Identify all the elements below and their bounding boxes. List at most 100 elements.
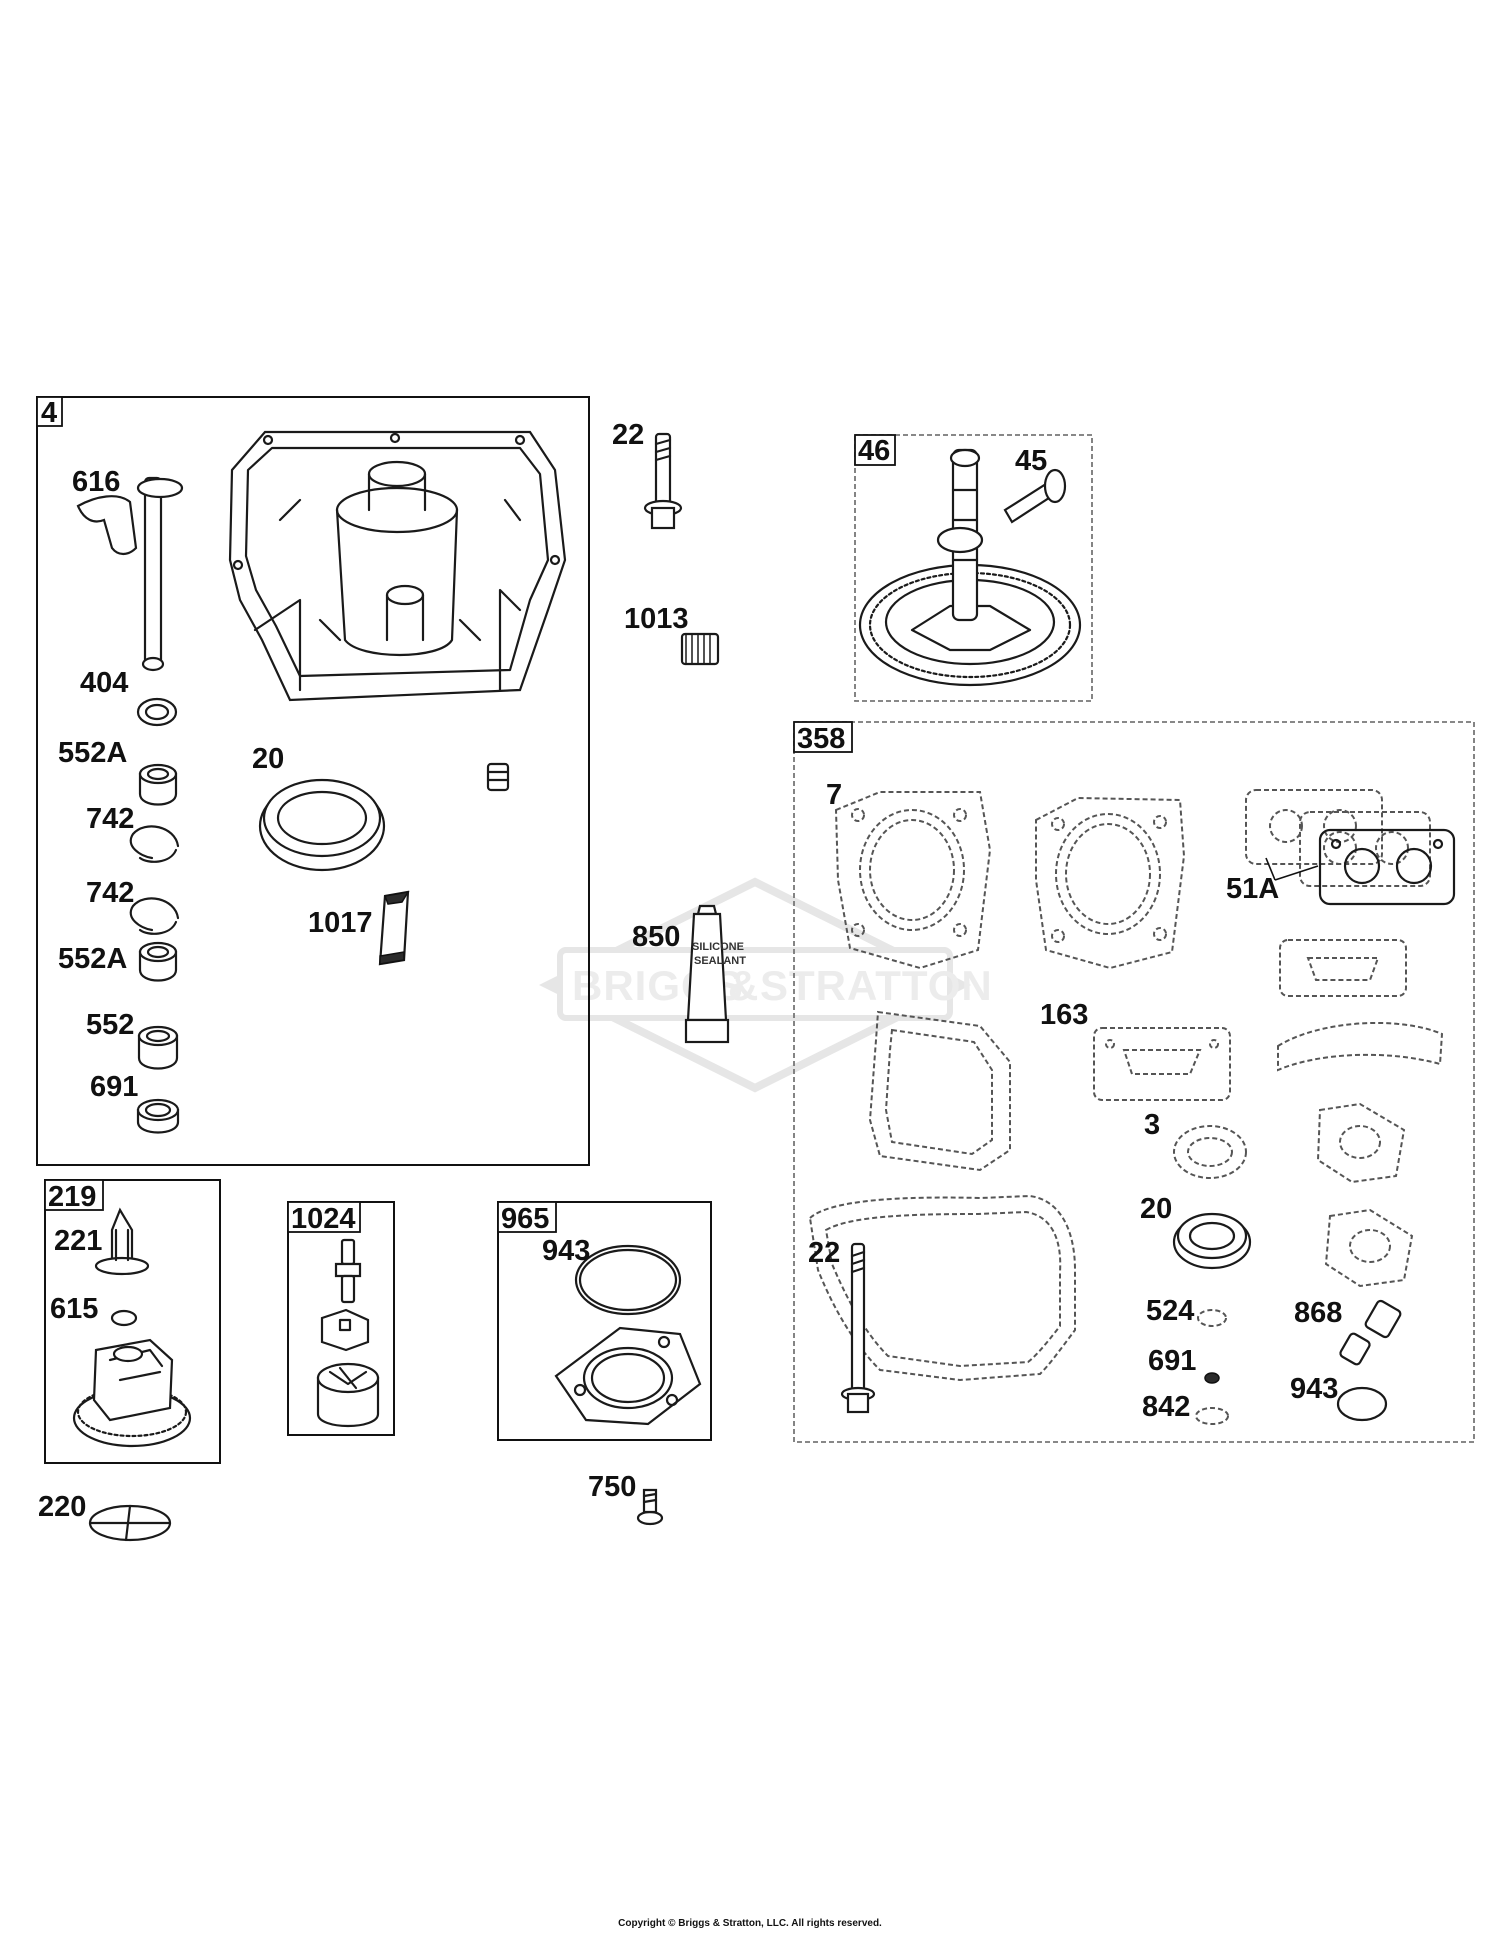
callout-220: 220	[38, 1491, 86, 1523]
group-219-label: 219	[48, 1181, 96, 1213]
intake-gaskets-51a	[1245, 789, 1456, 906]
part-1013	[680, 632, 720, 666]
oil-seal-20	[258, 778, 386, 872]
callout-7: 7	[826, 779, 842, 811]
part-45	[1003, 468, 1067, 524]
oil-pump-gear	[72, 1338, 192, 1448]
camshaft-gear	[858, 448, 1082, 687]
pump-shaft-221	[94, 1207, 150, 1276]
pump-cover-plate	[554, 1326, 702, 1426]
callout-552a-lower: 552A	[58, 943, 127, 975]
callout-3: 3	[1144, 1109, 1160, 1141]
callout-163: 163	[1040, 999, 1088, 1031]
bolt-22-upper	[643, 432, 683, 530]
callout-943-upper: 943	[542, 1235, 590, 1267]
ring-615	[110, 1309, 138, 1327]
oil-seal-20-lower	[1172, 1212, 1252, 1270]
pump-cover-220	[88, 1504, 172, 1542]
base-gasket	[808, 1194, 1076, 1382]
callout-20-upper: 20	[252, 743, 284, 775]
callout-51a: 51A	[1226, 873, 1279, 905]
callout-943-lower: 943	[1290, 1373, 1338, 1405]
washer-404	[136, 697, 178, 727]
callout-742-b: 742	[86, 877, 134, 909]
pump-rotor-shaft	[334, 1238, 362, 1304]
briggs-stratton-watermark: BRIGGS & STRATTON	[539, 877, 993, 1093]
bushing-552a-upper	[138, 763, 178, 806]
exhaust-gasket-lower	[1324, 1208, 1414, 1288]
callout-750: 750	[588, 1471, 636, 1503]
group-965-box	[497, 1201, 712, 1441]
watermark-brand-right: STRATTON	[760, 962, 993, 1009]
callout-1013: 1013	[624, 603, 689, 635]
callout-552a-upper: 552A	[58, 737, 127, 769]
group-46-label: 46	[858, 435, 890, 467]
group-4-tag	[36, 396, 63, 427]
callout-850: 850	[632, 921, 680, 953]
group-965-tag	[497, 1201, 557, 1233]
gasket-163	[1093, 1027, 1231, 1101]
callout-742-a: 742	[86, 803, 134, 835]
washer-3	[1173, 1125, 1247, 1179]
group-46-box	[854, 434, 1093, 702]
group-965-label: 965	[501, 1203, 549, 1235]
gasket-plate-right	[1279, 939, 1407, 997]
tube-label-line1: SILICONE	[692, 941, 744, 953]
group-358-box	[793, 721, 1475, 1443]
part-1017	[378, 890, 410, 966]
callout-691-lower: 691	[1148, 1345, 1196, 1377]
screw-750	[636, 1488, 664, 1526]
ring-842	[1195, 1407, 1229, 1425]
callout-404: 404	[80, 667, 128, 699]
bushing-552a-lower	[138, 941, 178, 982]
callout-221: 221	[54, 1225, 102, 1257]
head-gasket-7-left	[834, 791, 992, 970]
bolt-22-lower	[840, 1242, 876, 1414]
callout-552: 552	[86, 1009, 134, 1041]
group-46-tag	[854, 434, 896, 466]
arch-gasket	[1277, 1021, 1444, 1072]
group-4-label: 4	[41, 397, 57, 429]
dowel-pin	[486, 762, 510, 792]
group-4-box	[36, 396, 590, 1166]
callout-616: 616	[72, 466, 120, 498]
callout-691-upper: 691	[90, 1071, 138, 1103]
ring-524	[1197, 1309, 1227, 1327]
group-358-tag	[793, 721, 853, 753]
o-ring-943-lower	[1336, 1386, 1388, 1422]
crankcase-cover	[228, 430, 567, 702]
callout-1017: 1017	[308, 907, 373, 939]
group-358-label: 358	[797, 723, 845, 755]
callout-22-lower: 22	[808, 1237, 840, 1269]
group-1024-tag	[287, 1201, 361, 1233]
inner-rotor	[320, 1308, 370, 1352]
seal-691-lower	[1204, 1372, 1220, 1384]
bushing-552	[137, 1025, 179, 1070]
sealant-tube-850: SILICONE SEALANT	[684, 904, 746, 1044]
valve-cover-gasket	[868, 1010, 1011, 1172]
retaining-ring-742-a	[129, 825, 180, 860]
callout-22-upper: 22	[612, 419, 644, 451]
callout-524: 524	[1146, 1295, 1194, 1327]
leader-51a	[1265, 857, 1319, 881]
watermark-amp: &	[728, 962, 759, 1009]
governor-shaft-616	[76, 476, 184, 672]
seal-691-upper	[136, 1098, 180, 1134]
callout-615: 615	[50, 1293, 98, 1325]
callout-45: 45	[1015, 445, 1047, 477]
retaining-ring-742-b	[129, 897, 180, 932]
o-ring-943-upper	[574, 1244, 682, 1316]
part-868	[1339, 1299, 1402, 1366]
exhaust-gasket-upper	[1316, 1102, 1406, 1184]
outer-rotor	[316, 1362, 380, 1428]
callout-20-lower: 20	[1140, 1193, 1172, 1225]
group-219-tag	[44, 1179, 104, 1211]
copyright-notice: Copyright © Briggs & Stratton, LLC. All …	[618, 1918, 882, 1929]
head-gasket-right	[1035, 796, 1186, 970]
group-219-box	[44, 1179, 221, 1464]
callout-842: 842	[1142, 1391, 1190, 1423]
group-1024-label: 1024	[291, 1203, 356, 1235]
callout-868: 868	[1294, 1297, 1342, 1329]
tube-label-line2: SEALANT	[694, 955, 746, 967]
